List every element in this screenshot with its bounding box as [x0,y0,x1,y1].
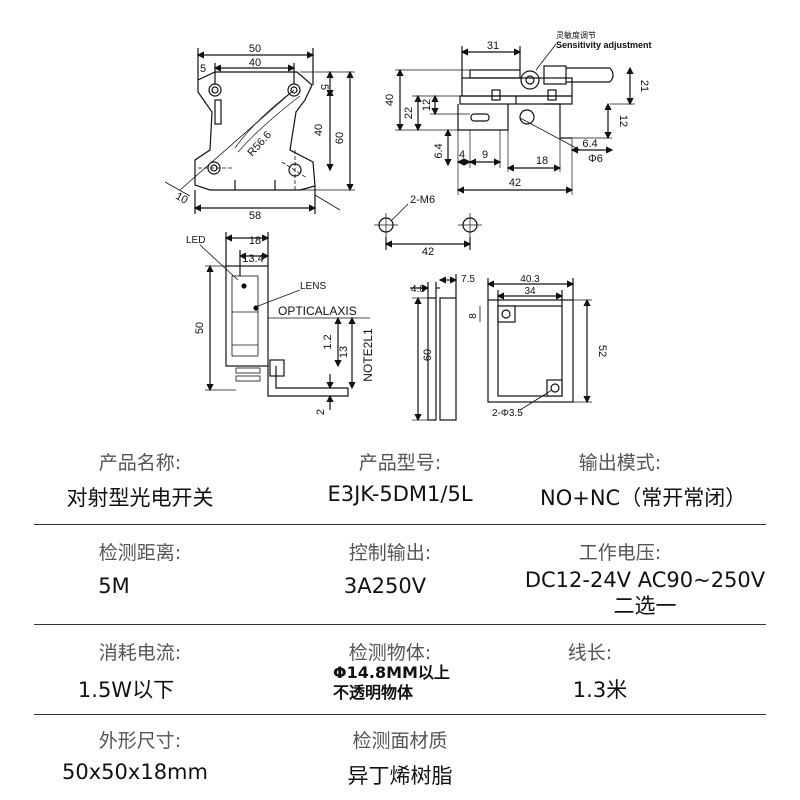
reflector-side-drawing [410,274,458,422]
spec-label-detect-distance: 检测距离: [98,542,182,564]
side-dim-42: 42 [509,177,521,189]
technical-drawings: 50 5 40 5 40 60 R56.6 10 58 [164,30,652,422]
side-dim-40: 40 [384,94,396,106]
reflector-dim-7-5: 7.5 [461,274,475,285]
spec-label-product-name: 产品名称: [98,452,182,474]
front-dim-1-2: 1.2 [322,334,334,349]
spec-value-detect-object: Φ14.8MM以上 不透明物体 [333,663,533,703]
front-dim-2: 2 [315,409,327,415]
top-dim-60: 60 [334,132,346,144]
reflector-dim-4-8: 4.8 [411,284,425,295]
spec-value-detect-distance: 5M [98,574,130,598]
spec-value-detect-object-line1: Φ14.8MM以上 [333,663,450,682]
side-dim-18: 18 [536,155,548,167]
reflector-dim-8: 8 [468,313,479,319]
front-label-note: NOTE2L1 [361,328,375,382]
spec-value-working-voltage-line2: 二选一 [613,594,677,618]
spec-label-control-output: 控制输出: [348,542,432,564]
spec-label-working-voltage: 工作电压: [578,542,662,564]
spec-value-power-consumption: 1.5W以下 [77,678,175,702]
spec-divider-1 [34,524,766,525]
top-dim-5-right: 5 [318,84,330,90]
spec-value-surface-material: 异丁烯树脂 [347,764,453,788]
spec-divider-2 [34,624,766,625]
reflector-dim-holes: 2-Φ3.5 [492,408,523,419]
side-dim-9: 9 [482,149,488,161]
front-view-drawing [199,232,370,410]
spec-value-control-output: 3A250V [343,574,427,598]
front-label-optical-axis: OPTICALAXIS [278,304,357,318]
top-view-drawing [164,48,355,214]
spec-label-product-model: 产品型号: [358,452,442,474]
mount-dim-42: 42 [422,246,434,258]
front-dim-50: 50 [194,322,206,334]
spec-value-cable-length: 1.3米 [572,678,628,702]
spec-value-dimensions: 50x50x18mm [62,760,208,784]
reflector-dim-34: 34 [524,286,536,297]
sensitivity-label-cn: 灵敏度调节 [556,30,596,40]
spec-divider-3 [34,714,766,715]
spec-value-product-name: 对射型光电开关 [66,486,214,510]
top-dim-40: 40 [249,57,261,69]
mount-holes-drawing [374,203,482,250]
side-dim-phi6: Φ6 [588,153,603,165]
side-dim-31: 31 [487,40,499,52]
spec-value-detect-object-line2: 不透明物体 [333,683,414,702]
front-dim-18: 18 [249,235,261,247]
side-dim-4: 4 [459,149,465,161]
spec-value-output-mode: NO+NC（常开常闭） [540,486,747,510]
side-dim-22: 22 [403,107,415,119]
reflector-dim-52: 52 [596,345,608,357]
spec-label-power-consumption: 消耗电流: [98,642,182,664]
spec-value-working-voltage: DC12-24V AC90~250V 二选一 [500,567,790,619]
side-dim-6-4-left: 6.4 [433,143,445,158]
top-dim-5: 5 [200,63,206,75]
side-dim-6-4-right: 6.4 [582,138,597,150]
spec-label-output-mode: 输出模式: [578,452,662,474]
top-dim-40-right: 40 [313,124,325,136]
front-dim-13: 13 [338,346,350,358]
spec-value-product-model: E3JK-5DM1/5L [327,482,473,506]
spec-label-detect-object: 检测物体: [348,642,432,664]
side-dim-12: 12 [421,99,433,111]
spec-table: 产品名称: 对射型光电开关 产品型号: E3JK-5DM1/5L 输出模式: N… [0,430,800,800]
reflector-dim-40-3: 40.3 [520,274,540,285]
top-dim-58: 58 [249,210,261,222]
top-dim-radius: R56.6 [245,129,274,159]
reflector-front-drawing [479,278,592,411]
spec-label-surface-material: 检测面材质 [352,730,448,752]
top-dim-10: 10 [173,190,190,207]
sensitivity-label-en: Sensitivity adjustment [556,40,652,50]
front-label-led: LED [186,235,205,246]
side-view-drawing [395,43,635,195]
mount-dim-m6: 2-M6 [410,194,435,206]
top-dim-50: 50 [249,43,261,55]
side-dim-12-right: 12 [617,115,629,127]
spec-label-dimensions: 外形尺寸: [98,730,182,752]
spec-label-cable-length: 线长: [567,642,613,664]
reflector-dim-60: 60 [422,349,434,361]
side-dim-21: 21 [638,80,650,92]
front-label-lens: LENS [300,281,326,292]
spec-value-working-voltage-line1: DC12-24V AC90~250V [524,568,766,592]
front-dim-13-4: 13.4 [242,253,263,265]
